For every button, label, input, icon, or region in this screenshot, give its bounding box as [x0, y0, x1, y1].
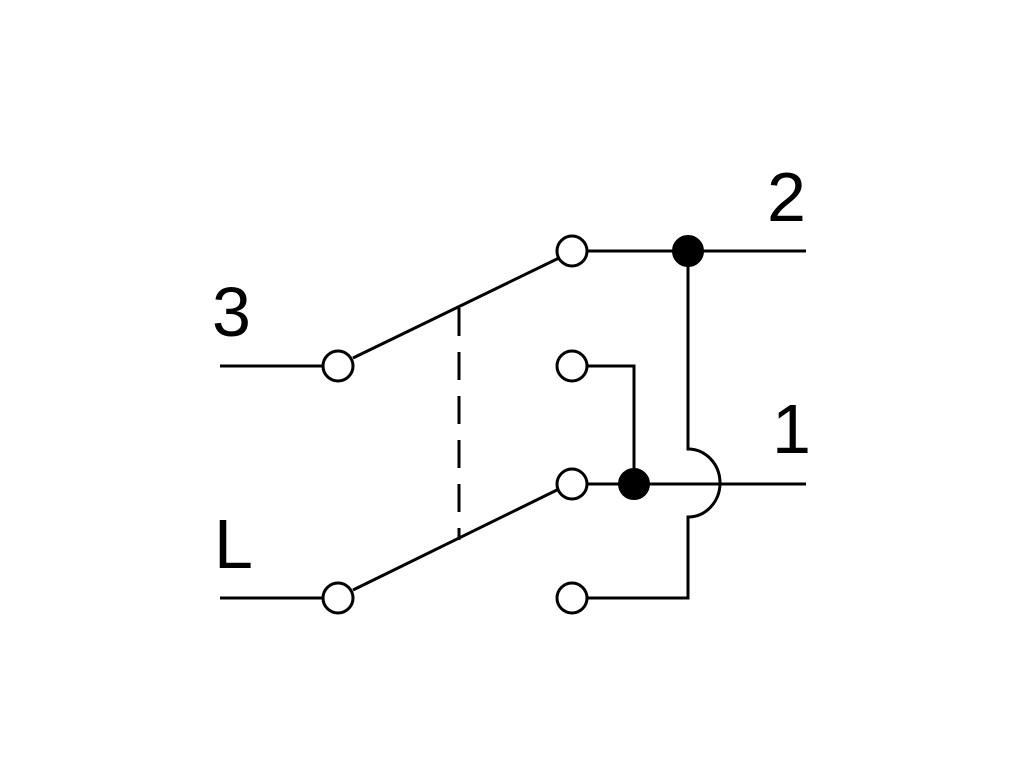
junction-1	[618, 468, 650, 500]
wire-contact-link	[587, 364, 636, 484]
junction-2	[672, 235, 704, 267]
label-terminal-1: 1	[772, 390, 811, 468]
terminal-upper-a	[555, 234, 589, 268]
label-terminal-3: 3	[212, 273, 251, 351]
terminal-L-contact	[321, 581, 355, 615]
switch-blade-lower	[352, 487, 560, 592]
switch-blade-upper	[352, 256, 560, 360]
wire-cross-link	[587, 251, 722, 600]
terminal-upper-b	[555, 349, 589, 383]
terminal-3-contact	[321, 349, 355, 383]
terminal-lower-a	[555, 467, 589, 501]
label-terminal-L: L	[214, 505, 253, 583]
label-terminal-2: 2	[767, 158, 806, 236]
terminal-lower-b	[555, 581, 589, 615]
